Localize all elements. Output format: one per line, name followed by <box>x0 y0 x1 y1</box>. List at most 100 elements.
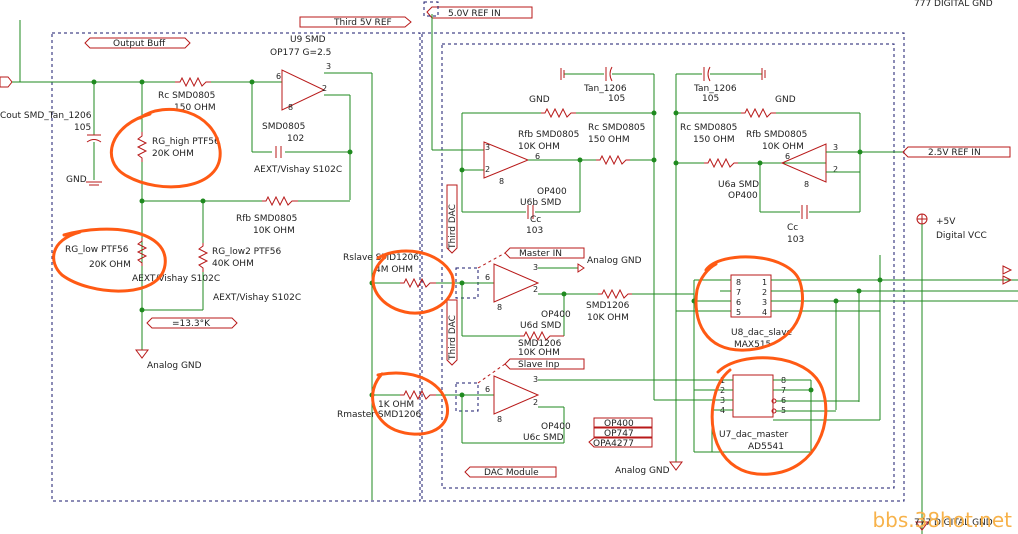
rc-right-label: Rc SMD0805 <box>680 123 737 133</box>
master-in-label: Master IN <box>519 249 562 259</box>
cc-left-value: 103 <box>526 226 543 236</box>
rg-high-label: RG_high PTF56 <box>152 137 220 147</box>
u6c-model: OP400 <box>541 422 571 432</box>
temp-flag <box>146 317 238 329</box>
u6c-opamp <box>493 375 540 415</box>
ref-5v-in-label: 5.0V REF IN <box>448 9 501 19</box>
cc-right-label: Cc <box>787 223 798 233</box>
smd1206-b-label: SMD1206 <box>518 339 562 349</box>
rc-mid-label: Rc SMD0805 <box>588 123 645 133</box>
left-input-flag <box>0 76 13 88</box>
gnd-right-label: GND <box>775 95 796 105</box>
master-in-flag <box>504 247 585 259</box>
rg-low-label: RG_low PTF56 <box>65 245 129 255</box>
u9-pin-2: 2 <box>322 84 327 93</box>
rfb-right-value: 10K OHM <box>762 142 804 152</box>
rfb-left-resistor <box>262 195 298 207</box>
output-buffer-border <box>51 32 421 502</box>
rg-low-resistor <box>136 238 148 266</box>
u6c-input-dashed <box>455 382 479 412</box>
u6b-name: U6b SMD <box>520 198 561 208</box>
rfb-left-label: Rfb SMD0805 <box>236 214 297 224</box>
ref-5v-in-flag <box>426 6 533 19</box>
u8-num-7: 7 <box>736 288 741 297</box>
u6d-pin-6: 6 <box>485 273 490 282</box>
u6b-opamp <box>483 141 530 179</box>
rg-low2-label: RG_low2 PTF56 <box>212 247 282 257</box>
u6d-opamp <box>493 263 540 303</box>
u6b-pin-8: 8 <box>499 177 504 186</box>
slave-inp-label: Slave Inp <box>518 360 560 370</box>
dac-module-outer-border <box>421 32 905 502</box>
temp-flag-label: =13.3°K <box>172 319 211 329</box>
annotation-circle-rg-high <box>109 107 222 189</box>
u6a-pin-2: 2 <box>833 165 838 174</box>
digital-gnd-bottom-label: 777 DIGITAL GND <box>914 518 993 528</box>
u6d-pin-3: 3 <box>533 263 538 272</box>
smd0805-cap-value: 102 <box>287 134 304 144</box>
rc-resistor-left <box>175 76 211 88</box>
u8-num-3: 3 <box>762 298 767 307</box>
rg-low-value: 20K OHM <box>89 260 131 270</box>
u6d-pin-8: 8 <box>497 303 502 312</box>
rc-top-left-label: Rc SMD0805 <box>158 91 215 101</box>
aext-1-label: AEXT/Vishay S102C <box>254 165 342 175</box>
third-5v-ref-label: Third 5V REF <box>333 18 392 28</box>
op400-tag-label: OP400 <box>604 419 634 429</box>
u6a-opamp <box>780 143 827 183</box>
u8-num-6: 6 <box>736 298 741 307</box>
aext-3-label: AEXT/Vishay S102C <box>213 293 301 303</box>
third-dac-label-a: Third DAC <box>448 204 458 250</box>
rc-right-resistor <box>704 157 738 169</box>
smd1206-b-value: 10K OHM <box>518 348 560 358</box>
tan1206-b-value: 105 <box>702 94 719 104</box>
opa4277-tag <box>588 437 653 448</box>
digital-gnd-top-label: 777 DIGITAL GND <box>914 0 993 9</box>
annotation-circle-rslave <box>371 249 455 315</box>
u9-value: OP177 G=2.5 <box>270 48 331 58</box>
rmaster-label: Rmaster SMD1206 <box>337 410 421 420</box>
tan1206-a-label: Tan_1206 <box>583 84 627 94</box>
u9-pin-8: 8 <box>288 103 293 112</box>
tan1206-b-label: Tan_1206 <box>693 84 737 94</box>
u8-num-4: 4 <box>762 308 767 317</box>
dac-module-inner-border <box>441 43 895 489</box>
u6b-pin-2: 2 <box>485 165 490 174</box>
smd0805-cap-label: SMD0805 <box>262 122 305 132</box>
rg-low2-value: 40K OHM <box>212 259 254 269</box>
u8-num-2: 2 <box>762 288 767 297</box>
u6a-model: OP400 <box>728 191 758 201</box>
u8-num-5: 5 <box>736 308 741 317</box>
rg-low2-resistor <box>197 243 209 272</box>
rfb-right-label: Rfb SMD0805 <box>746 130 807 140</box>
smd1206-a-value: 10K OHM <box>587 313 629 323</box>
u6b-pin-3: 3 <box>485 143 490 152</box>
u9-pin-6: 6 <box>276 72 281 81</box>
gnd-left-label: GND <box>66 175 87 185</box>
gnd-mid-label: GND <box>529 95 550 105</box>
u6d-name: U6d SMD <box>520 321 561 331</box>
op747-tag-label: OP747 <box>604 429 634 439</box>
u6c-pin-3: 3 <box>533 375 538 384</box>
third-dac-flag-a <box>446 184 458 254</box>
third-dac-label-b: Third DAC <box>448 315 458 361</box>
u7-name: U7_dac_master <box>719 430 789 440</box>
rfb-mid-value: 10K OHM <box>518 142 560 152</box>
rc-mid-value: 150 OHM <box>588 135 630 145</box>
rg-high-resistor <box>136 132 148 162</box>
aext-2-label: AEXT/Vishay S102C <box>132 274 220 284</box>
watermark-text: bbs.38hot.net <box>872 508 1012 532</box>
rfb-right-resistor <box>741 107 776 119</box>
slave-inp-flag <box>504 358 585 370</box>
u6c-pin-8: 8 <box>497 415 502 424</box>
annotation-circle-rmaster <box>371 371 449 436</box>
u6c-pin-2: 2 <box>533 398 538 407</box>
rmaster-resistor <box>400 389 436 401</box>
output-buff-flag <box>84 37 191 49</box>
rfb-mid-label: Rfb SMD0805 <box>518 130 579 140</box>
u7-part: AD5541 <box>748 442 784 452</box>
annotation-circle-u8 <box>694 255 805 352</box>
rfb-mid-resistor <box>541 107 576 119</box>
digital-vcc-label: Digital VCC <box>936 231 987 241</box>
